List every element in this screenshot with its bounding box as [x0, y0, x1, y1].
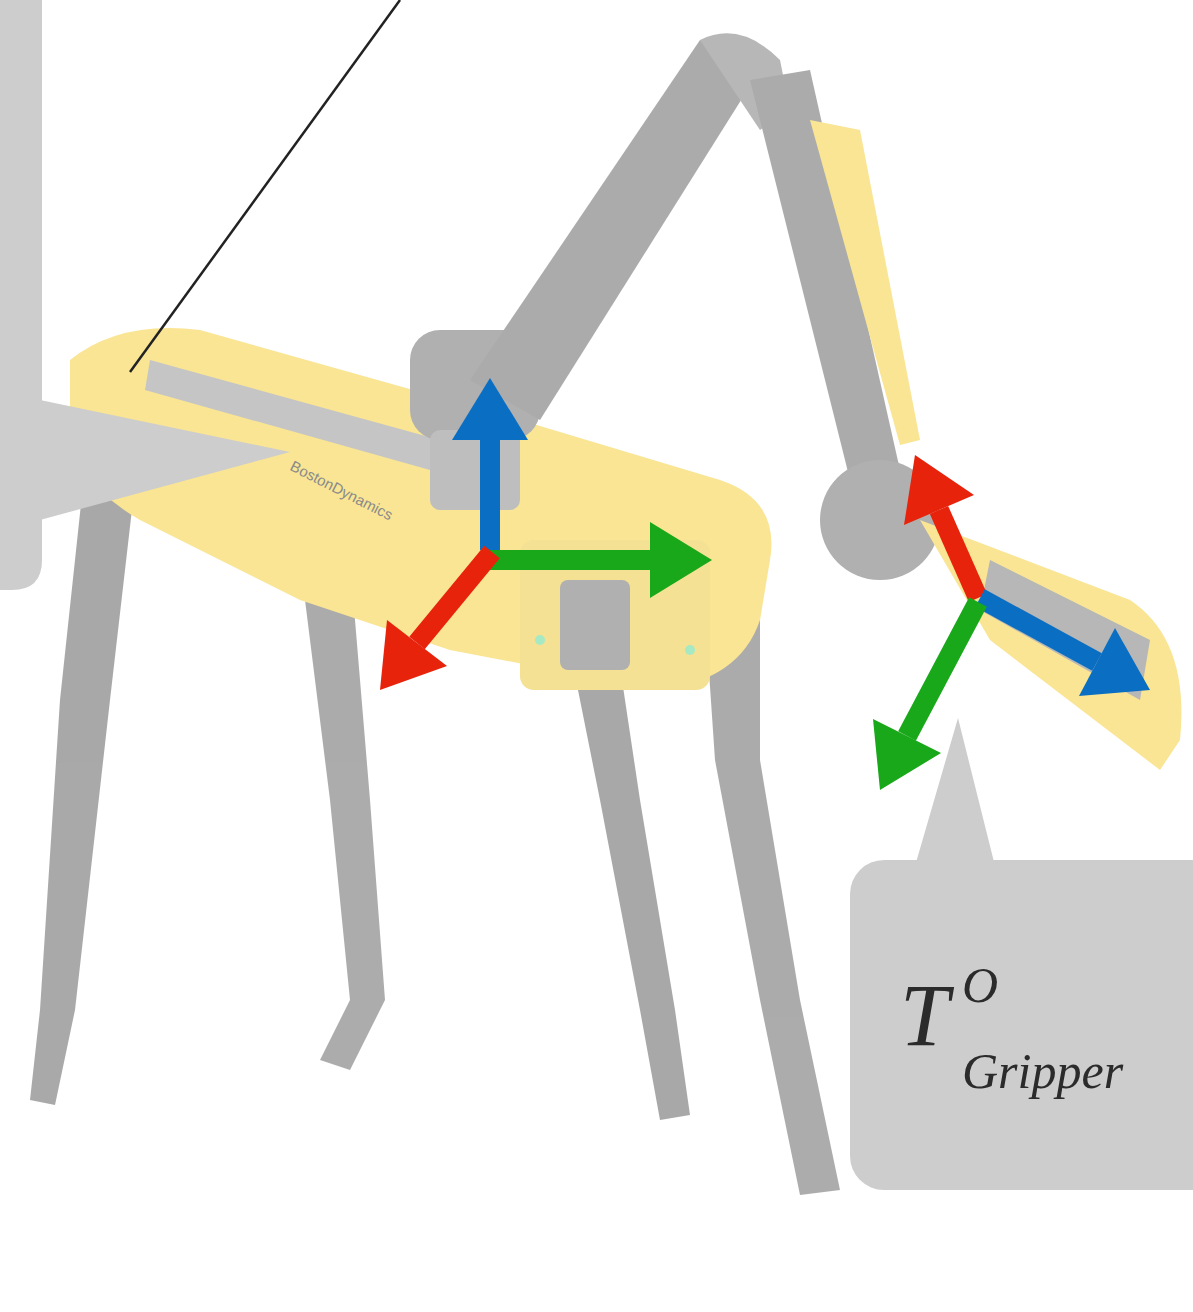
body-frame-axes: [380, 378, 712, 690]
frame-subscript: Gripper: [962, 1046, 1123, 1096]
callout-bubble: TO Gripper: [850, 860, 1193, 1190]
callout-tail: [915, 718, 995, 866]
transform-symbol: T: [900, 972, 949, 1060]
frame-superscript: O: [962, 960, 998, 1010]
left-callout: [0, 0, 400, 590]
gripper-frame-axes: [873, 455, 1150, 790]
